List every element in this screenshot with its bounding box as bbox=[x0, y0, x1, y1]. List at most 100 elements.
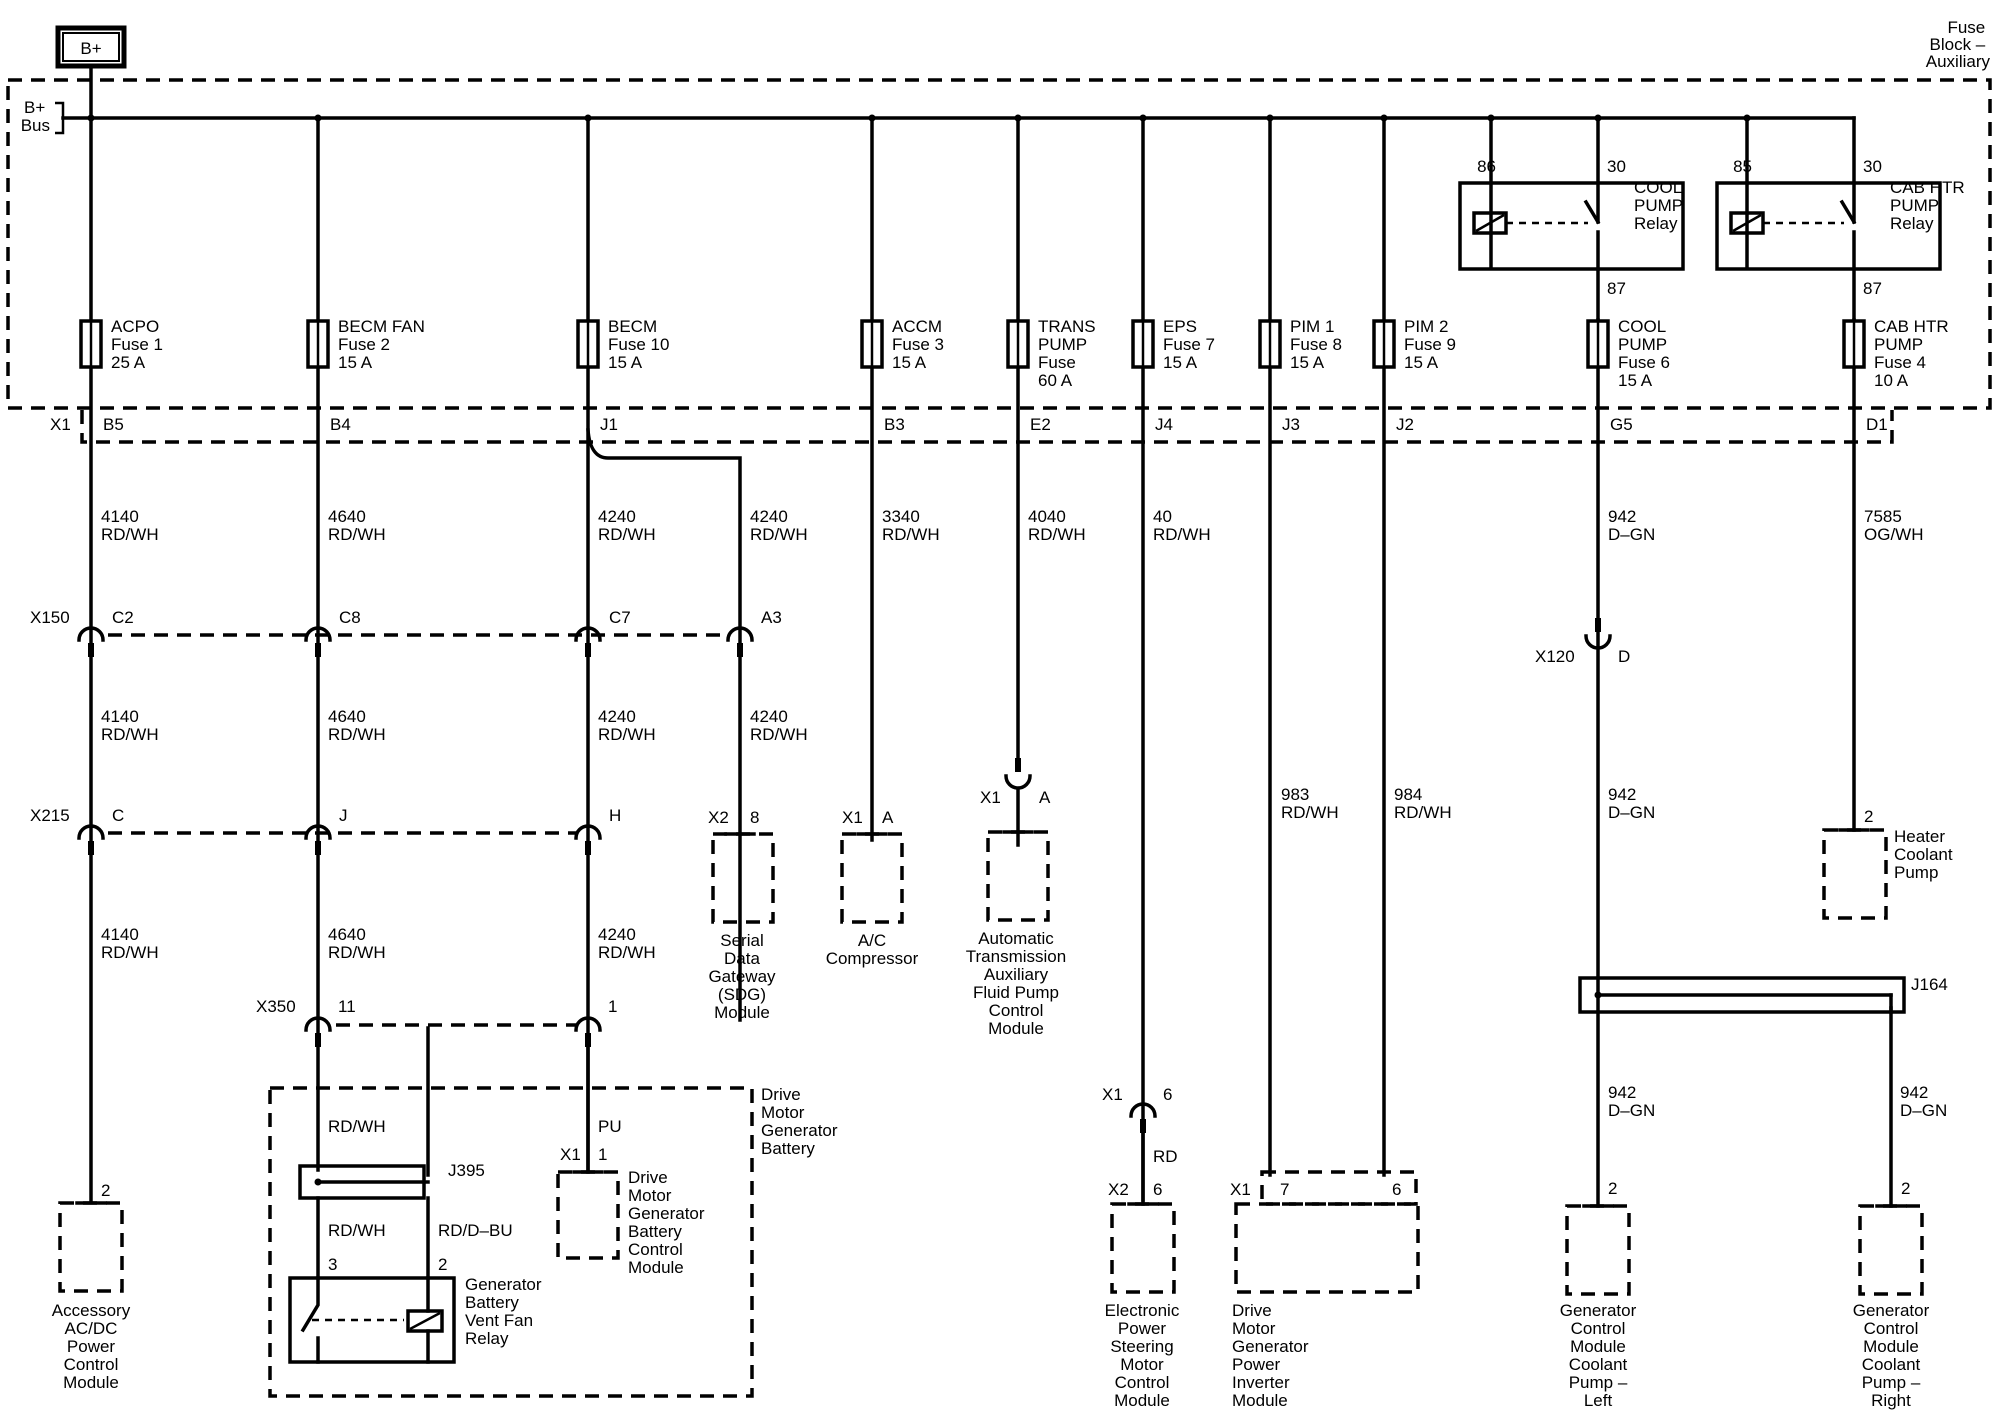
svg-text:X1: X1 bbox=[1230, 1180, 1251, 1199]
svg-text:B5: B5 bbox=[103, 415, 124, 434]
svg-text:RD/WH: RD/WH bbox=[328, 1117, 386, 1136]
svg-text:C8: C8 bbox=[339, 608, 361, 627]
svg-text:A3: A3 bbox=[761, 608, 782, 627]
svg-text:X120: X120 bbox=[1535, 647, 1575, 666]
svg-text:J164: J164 bbox=[1911, 975, 1948, 994]
fuse-output-pins: B5 B4 J1 B3 E2 J4 J3 J2 G5 D1 bbox=[103, 415, 1888, 434]
svg-text:J: J bbox=[339, 806, 348, 825]
b-plus-tag-inner bbox=[62, 32, 120, 62]
svg-text:X150: X150 bbox=[30, 608, 70, 627]
svg-text:X2: X2 bbox=[708, 808, 729, 827]
svg-text:X215: X215 bbox=[30, 806, 70, 825]
svg-text:87: 87 bbox=[1607, 279, 1626, 298]
svg-text:6: 6 bbox=[1163, 1085, 1172, 1104]
svg-text:J4: J4 bbox=[1155, 415, 1173, 434]
svg-text:86: 86 bbox=[1477, 157, 1496, 176]
svg-text:2: 2 bbox=[1901, 1179, 1910, 1198]
svg-text:RD/D–BU: RD/D–BU bbox=[438, 1221, 513, 1240]
svg-text:87: 87 bbox=[1863, 279, 1882, 298]
svg-text:B3: B3 bbox=[884, 415, 905, 434]
svg-text:X1: X1 bbox=[980, 788, 1001, 807]
svg-text:30: 30 bbox=[1863, 157, 1882, 176]
svg-text:J1: J1 bbox=[600, 415, 618, 434]
svg-text:85: 85 bbox=[1733, 157, 1752, 176]
svg-text:3: 3 bbox=[328, 1255, 337, 1274]
j164-splice: J164 bbox=[1578, 975, 1948, 1014]
svg-text:2: 2 bbox=[1608, 1179, 1617, 1198]
svg-text:A: A bbox=[882, 808, 894, 827]
x120-connector: X120 D bbox=[1535, 618, 1630, 666]
svg-text:E2: E2 bbox=[1030, 415, 1051, 434]
svg-text:J2: J2 bbox=[1396, 415, 1414, 434]
b-plus-bus-label: B+ Bus bbox=[21, 98, 50, 135]
svg-text:C2: C2 bbox=[112, 608, 134, 627]
svg-text:RD: RD bbox=[1153, 1147, 1178, 1166]
x215-connector: X215 C J H bbox=[30, 806, 621, 855]
x1-connector-label: X1 bbox=[50, 415, 71, 434]
svg-text:A: A bbox=[1039, 788, 1051, 807]
fuse-symbols bbox=[79, 319, 1866, 369]
svg-text:X350: X350 bbox=[256, 997, 296, 1016]
svg-text:D1: D1 bbox=[1866, 415, 1888, 434]
x150-connector: X150 C2 C8 C7 A3 bbox=[30, 608, 782, 657]
svg-text:1: 1 bbox=[608, 997, 617, 1016]
svg-text:7: 7 bbox=[1280, 1180, 1289, 1199]
x350-connector: X350 11 1 bbox=[256, 997, 617, 1047]
svg-text:6: 6 bbox=[1392, 1180, 1401, 1199]
svg-text:C: C bbox=[112, 806, 124, 825]
svg-text:G5: G5 bbox=[1610, 415, 1633, 434]
svg-text:X1: X1 bbox=[560, 1145, 581, 1164]
svg-text:B4: B4 bbox=[330, 415, 351, 434]
svg-text:2: 2 bbox=[1864, 807, 1873, 826]
svg-text:D: D bbox=[1618, 647, 1630, 666]
svg-text:J3: J3 bbox=[1282, 415, 1300, 434]
svg-text:2: 2 bbox=[438, 1255, 447, 1274]
